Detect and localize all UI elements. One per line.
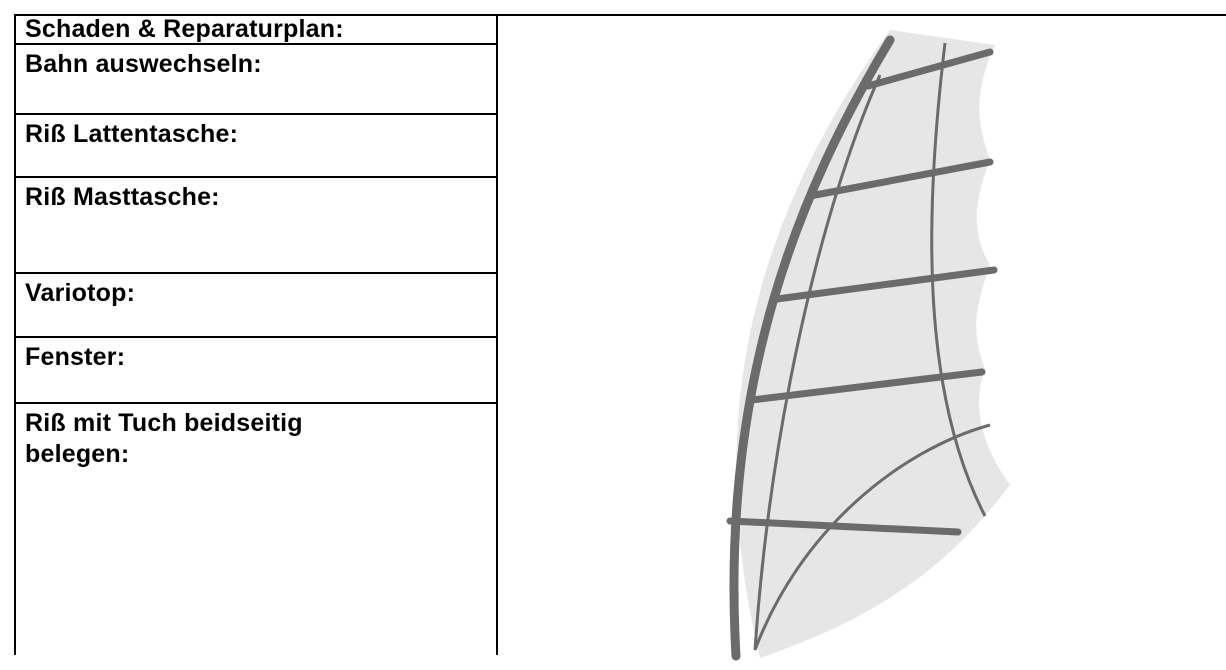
row-riss-masttasche[interactable]: Riß Masttasche:: [16, 178, 496, 274]
field-label: Fenster:: [25, 342, 496, 373]
field-label: Variotop:: [25, 278, 496, 309]
repair-form-sheet: Schaden & Reparaturplan: Bahn auswechsel…: [0, 0, 1226, 655]
field-label: Schaden & Reparaturplan:: [25, 17, 496, 41]
field-label: Riß Lattentasche:: [25, 119, 496, 150]
row-header: Schaden & Reparaturplan:: [16, 16, 496, 45]
row-variotop[interactable]: Variotop:: [16, 274, 496, 338]
row-fenster[interactable]: Fenster:: [16, 338, 496, 404]
field-label: Riß mit Tuch beidseitig belegen:: [25, 408, 325, 470]
row-riss-tuch-beidseitig[interactable]: Riß mit Tuch beidseitig belegen:: [16, 404, 496, 657]
repair-form-table: Schaden & Reparaturplan: Bahn auswechsel…: [14, 14, 1226, 655]
sail-cloth: [736, 30, 1010, 658]
field-label: Riß Masttasche:: [25, 182, 496, 213]
damage-fields-column: Schaden & Reparaturplan: Bahn auswechsel…: [16, 16, 498, 655]
sail-icon: [700, 30, 1020, 670]
row-bahn-auswechseln[interactable]: Bahn auswechseln:: [16, 45, 496, 115]
field-label: Bahn auswechseln:: [25, 49, 496, 80]
row-riss-lattentasche[interactable]: Riß Lattentasche:: [16, 115, 496, 178]
